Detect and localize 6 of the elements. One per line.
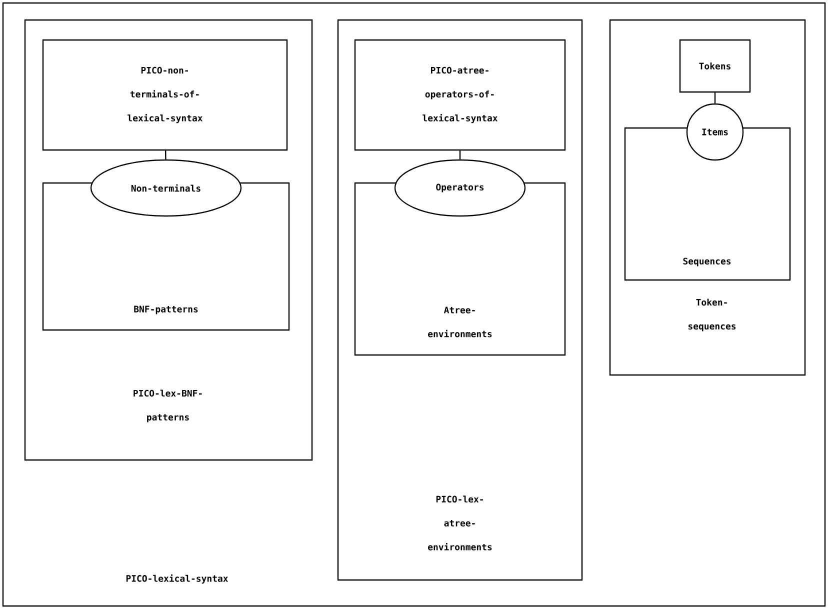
connector-line	[459, 150, 461, 160]
process-box: PICO-atree- operators-of- lexical-syntax	[354, 39, 566, 151]
connector-line	[165, 150, 166, 160]
connector-line	[714, 92, 716, 104]
process-box: Tokens	[679, 39, 751, 93]
process-box: PICO-non- terminals-of- lexical-syntax	[42, 39, 288, 151]
